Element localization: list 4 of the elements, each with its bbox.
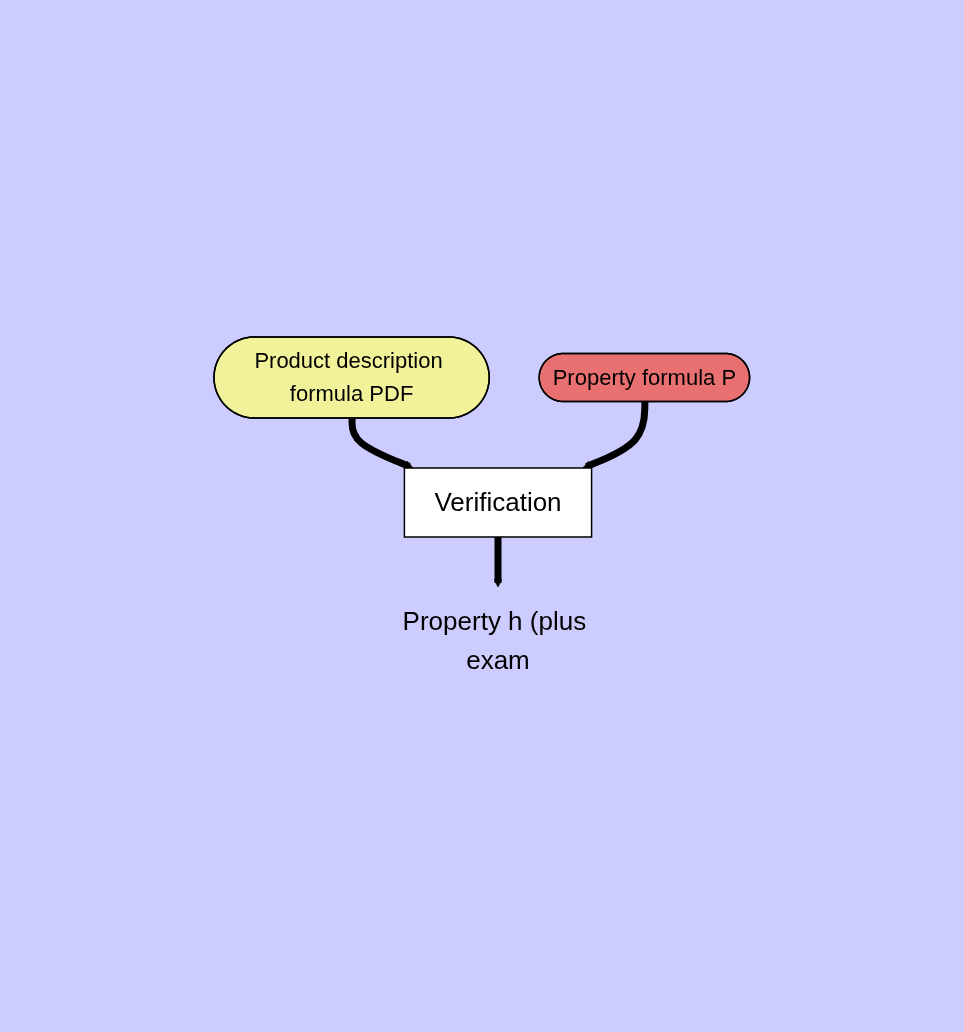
node-box: Verification bbox=[403, 467, 593, 538]
arrow bbox=[493, 537, 503, 588]
node-text: Property h (plus exam bbox=[402, 605, 587, 675]
arrow bbox=[582, 401, 649, 470]
